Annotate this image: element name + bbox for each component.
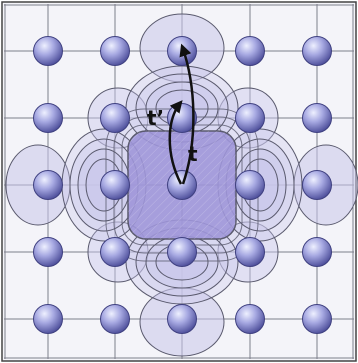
lattice-atom bbox=[303, 238, 332, 267]
lattice-atom bbox=[34, 238, 63, 267]
lattice-atom bbox=[101, 171, 130, 200]
lattice-atom bbox=[34, 171, 63, 200]
lattice-atom bbox=[34, 37, 63, 66]
lattice-atom bbox=[101, 104, 130, 133]
lattice-atom bbox=[303, 104, 332, 133]
lattice-atom bbox=[168, 238, 197, 267]
lattice-atom bbox=[303, 37, 332, 66]
lattice-atom bbox=[303, 305, 332, 334]
lattice-atom bbox=[236, 305, 265, 334]
lattice-atom bbox=[168, 171, 197, 200]
lattice-atom bbox=[303, 171, 332, 200]
lattice-atom bbox=[101, 305, 130, 334]
lattice-atom bbox=[236, 171, 265, 200]
lattice-atom bbox=[101, 238, 130, 267]
lattice-atom bbox=[236, 238, 265, 267]
lattice-atom bbox=[168, 305, 197, 334]
lattice-atom bbox=[34, 104, 63, 133]
lattice-atom bbox=[236, 37, 265, 66]
next-nearest-hop-label: t’ bbox=[147, 106, 164, 130]
lattice-atom bbox=[168, 37, 197, 66]
lattice-atom bbox=[34, 305, 63, 334]
lattice-atom bbox=[101, 37, 130, 66]
nearest-hop-label: t bbox=[188, 142, 198, 166]
lattice-atom bbox=[236, 104, 265, 133]
